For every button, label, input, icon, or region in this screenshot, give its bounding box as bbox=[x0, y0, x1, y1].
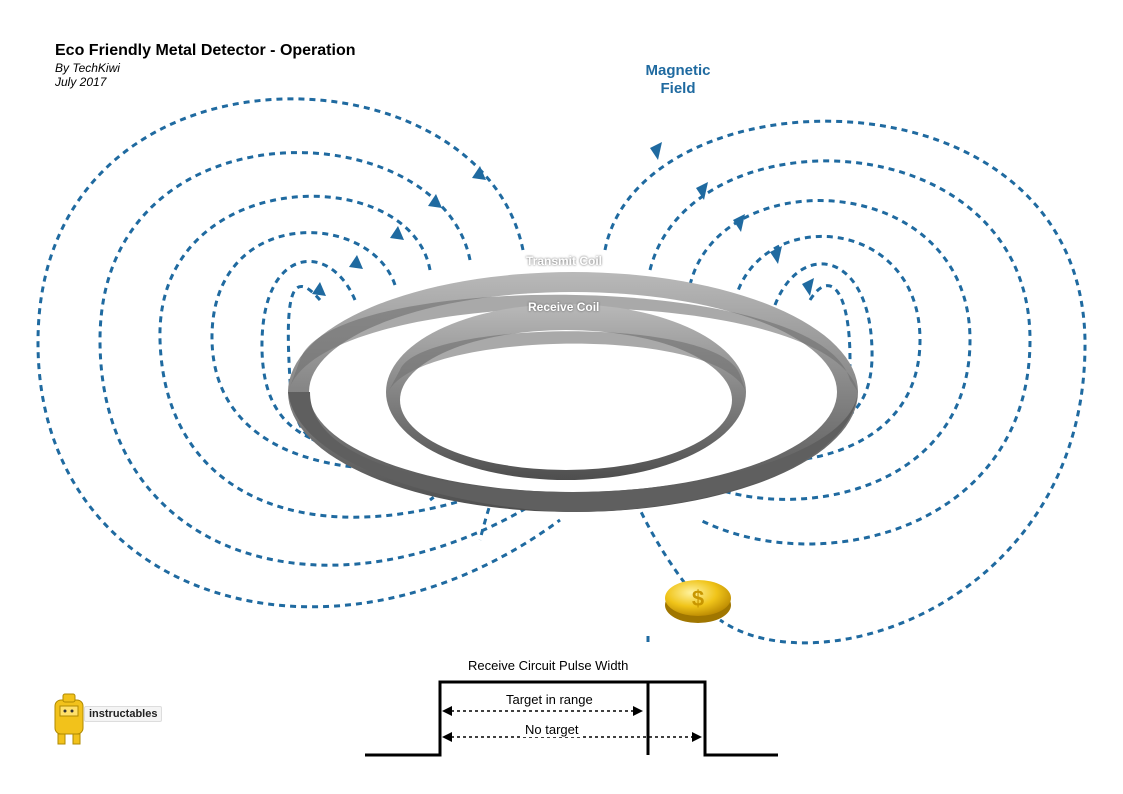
pulse-waveform bbox=[365, 680, 778, 757]
magnetic-field-label-line1: Magnetic bbox=[645, 62, 711, 79]
arrow-icon bbox=[650, 142, 662, 160]
field-line-right-4 bbox=[733, 234, 922, 464]
field-arrows bbox=[312, 142, 814, 296]
date-label: July 2017 bbox=[55, 75, 107, 89]
coin-symbol: $ bbox=[692, 586, 704, 611]
arrow-left-icon bbox=[442, 732, 452, 742]
coin: $ bbox=[665, 580, 731, 623]
arrow-left-icon bbox=[442, 706, 452, 716]
receive-coil-label: Receive Coil bbox=[528, 300, 600, 314]
instructables-logo: instructables bbox=[84, 706, 163, 722]
magnetic-field-label-line2: Field bbox=[660, 80, 696, 97]
arrow-icon bbox=[696, 182, 708, 200]
arrow-icon bbox=[472, 166, 486, 180]
arrow-icon bbox=[428, 194, 442, 208]
receive-coil bbox=[386, 304, 746, 480]
transmit-coil-front bbox=[288, 392, 858, 512]
arrow-icon bbox=[312, 282, 326, 296]
arrow-icon bbox=[349, 255, 363, 269]
arrow-icon bbox=[770, 246, 782, 264]
arrow-icon bbox=[733, 214, 745, 232]
instructables-robot-icon bbox=[54, 693, 84, 745]
arrow-icon bbox=[390, 226, 404, 240]
page-title: Eco Friendly Metal Detector - Operation bbox=[55, 42, 356, 59]
field-line-right-2 bbox=[648, 159, 1032, 546]
field-line-right-1 bbox=[603, 119, 1087, 645]
target-in-range-label: Target in range bbox=[503, 692, 596, 707]
magnetic-field-label: Magnetic Field bbox=[630, 62, 726, 98]
field-line-left-3 bbox=[158, 194, 521, 519]
author-label: By TechKiwi bbox=[55, 61, 120, 75]
pulse-diagram bbox=[365, 680, 778, 757]
field-line-left-2 bbox=[98, 151, 541, 567]
field-line-right-3 bbox=[688, 199, 972, 501]
transmit-coil-label: Transmit Coil bbox=[526, 254, 603, 268]
no-target-label: No target bbox=[522, 722, 582, 737]
pulse-width-title: Receive Circuit Pulse Width bbox=[468, 658, 629, 673]
arrow-right-icon bbox=[633, 706, 643, 716]
arrow-icon bbox=[802, 278, 814, 296]
arrow-right-icon bbox=[692, 732, 702, 742]
